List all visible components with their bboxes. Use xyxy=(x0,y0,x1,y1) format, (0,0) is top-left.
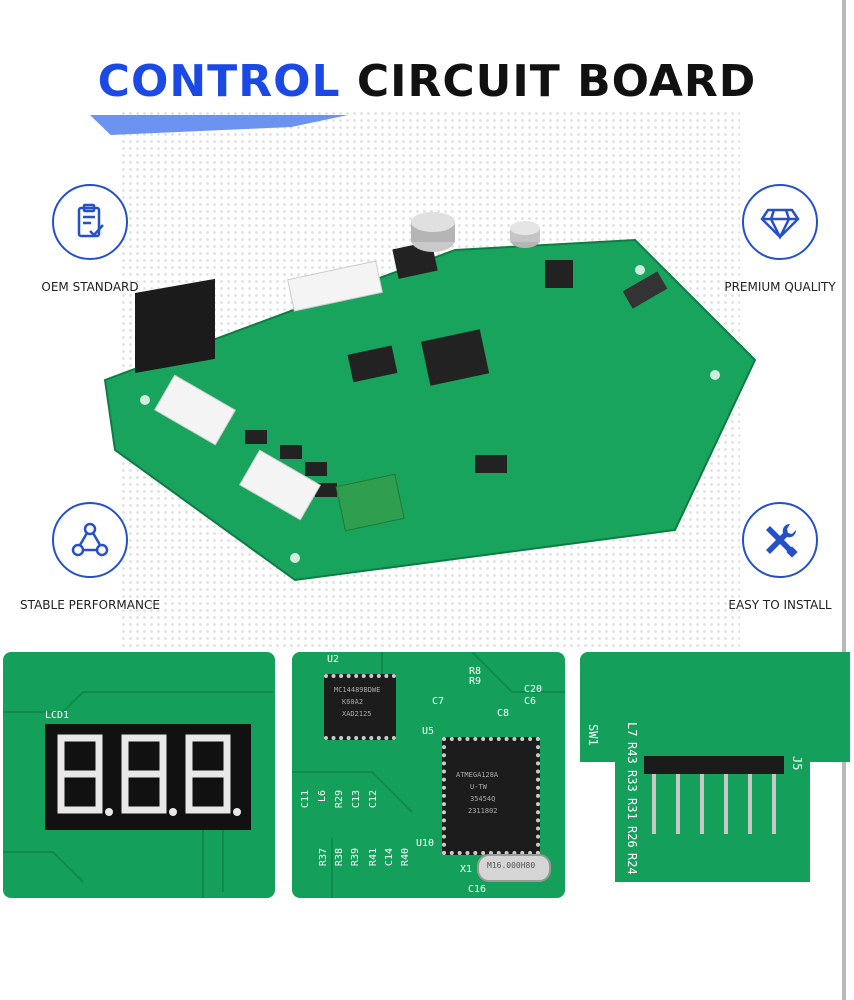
component-label: C8 xyxy=(497,708,510,719)
chip-marking: ATMEGA128A xyxy=(456,771,499,779)
component-label: C6 xyxy=(524,696,537,707)
diamond-icon xyxy=(742,184,818,260)
detail-panel-display: LCD1 xyxy=(3,652,275,898)
page-edge-divider xyxy=(842,0,846,1000)
title-highlight: CONTROL xyxy=(97,56,341,107)
component-label: R38 xyxy=(334,848,345,867)
feature-label: EASY TO INSTALL xyxy=(728,598,832,612)
network-nodes-icon xyxy=(52,502,128,578)
lcd-label: LCD1 xyxy=(45,710,70,721)
component-label: R33 xyxy=(625,770,639,792)
component-label: R41 xyxy=(368,848,379,867)
connector-label: J5 xyxy=(790,756,804,771)
u5-mcu-chip: ATMEGA128A U-TW 35454Q 2311802 xyxy=(442,737,540,855)
chip-marking: 35454Q xyxy=(470,795,496,803)
u10-label: U10 xyxy=(416,838,435,849)
component-label: R39 xyxy=(350,848,361,867)
page-title: CONTROL CIRCUIT BOARD xyxy=(0,56,854,107)
segment-digits xyxy=(57,734,241,816)
pcb-tab xyxy=(615,762,810,882)
crystal-marking: M16.000H80 xyxy=(487,861,536,870)
component-label: C12 xyxy=(368,790,379,809)
feature-stable-performance: STABLE PERFORMANCE xyxy=(0,502,180,612)
chip-marking: MC14489BDWE xyxy=(334,686,381,694)
component-label: R9 xyxy=(469,676,482,687)
component-label: R24 xyxy=(625,853,639,875)
component-label: C20 xyxy=(524,684,543,695)
detail-panel-header-connector: L7 R43 R33 R31 R26 R24 SW1 J5 xyxy=(580,652,850,898)
pin-header-j5 xyxy=(644,756,784,774)
switch-label: SW1 xyxy=(586,724,600,746)
chip-marking: XAD2125 xyxy=(342,710,372,718)
component-label: L6 xyxy=(317,790,328,803)
chip-marking: 2311802 xyxy=(468,807,498,815)
title-rest: CIRCUIT BOARD xyxy=(356,56,757,107)
pcb-traces xyxy=(3,691,273,898)
component-label: C16 xyxy=(468,884,487,895)
feature-label: OEM STANDARD xyxy=(41,280,139,294)
component-label: L7 xyxy=(625,722,639,737)
component-label: R29 xyxy=(334,790,345,809)
component-label: R26 xyxy=(625,825,639,848)
feature-oem-standard: OEM STANDARD xyxy=(0,184,180,294)
wrench-screwdriver-icon xyxy=(742,502,818,578)
main-circuit-board-image xyxy=(103,212,757,582)
pcb-traces xyxy=(292,652,565,898)
component-label: R37 xyxy=(318,848,329,867)
pcb-section xyxy=(580,652,850,762)
component-label: R43 xyxy=(625,742,639,765)
header-pins xyxy=(652,774,776,834)
feature-label: STABLE PERFORMANCE xyxy=(20,598,160,612)
feature-easy-to-install: EASY TO INSTALL xyxy=(690,502,854,612)
chip-marking: U-TW xyxy=(470,783,487,791)
component-label: R31 xyxy=(625,797,639,820)
seven-segment-display xyxy=(45,724,251,830)
clipboard-check-icon xyxy=(52,184,128,260)
feature-label: PREMIUM QUALITY xyxy=(724,280,836,294)
crystal-label: X1 xyxy=(460,864,473,875)
crystal-oscillator: M16.000H80 xyxy=(477,854,551,882)
feature-premium-quality: PREMIUM QUALITY xyxy=(690,184,854,294)
u5-label: U5 xyxy=(422,726,435,737)
component-label: C13 xyxy=(351,790,362,809)
component-label: C14 xyxy=(384,848,395,867)
chip-marking: K60A2 xyxy=(342,698,364,706)
component-label: C11 xyxy=(300,790,311,809)
u2-label: U2 xyxy=(327,654,340,665)
component-label: C7 xyxy=(432,696,445,707)
u2-chip: MC14489BDWE K60A2 XAD2125 xyxy=(324,674,396,740)
component-label: R8 xyxy=(469,666,482,677)
detail-panel-mcu: U2 MC14489BDWE K60A2 XAD2125 R8 R9 C7 C8… xyxy=(292,652,565,898)
component-label: R40 xyxy=(400,848,411,867)
